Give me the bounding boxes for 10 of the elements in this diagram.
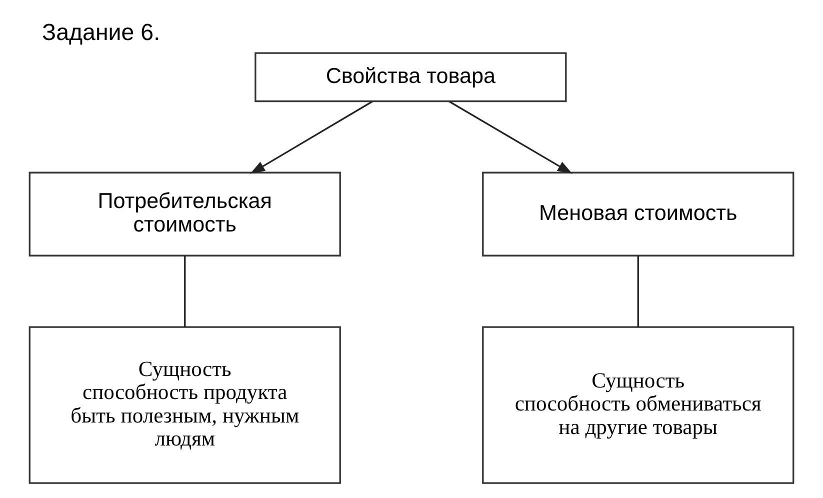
arrow (448, 100, 572, 174)
connector (637, 256, 639, 327)
diagram-title: Задание 6. (42, 19, 160, 46)
arrow (250, 100, 373, 174)
connector (184, 256, 186, 327)
node-box: Сущность способность обмениваться на другие товары (482, 326, 794, 484)
node-box: Потребительская стоимость (28, 172, 341, 256)
node-box: Свойства товара (254, 52, 567, 102)
node-box: Сущность способность продукта быть полезным, нужным людям (28, 326, 341, 484)
node-box: Меновая стоимость (482, 172, 794, 256)
